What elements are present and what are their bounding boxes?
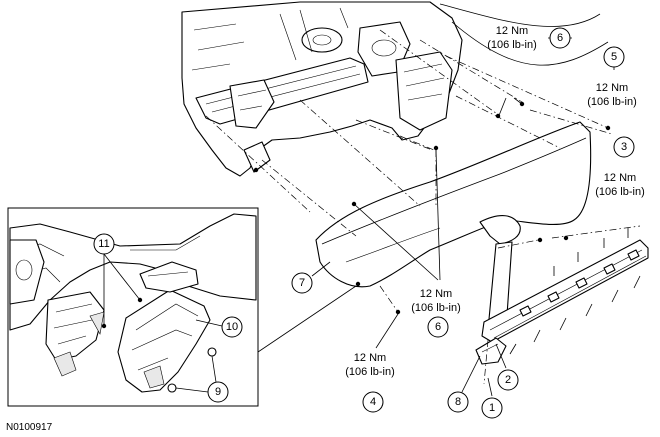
callout-4: 4 (362, 391, 384, 413)
torque-alt: (106 lb-in) (411, 302, 461, 314)
bolt-point (605, 125, 611, 131)
bolt-point (537, 237, 543, 243)
callout-number: 6 (557, 32, 563, 44)
bolt-9b (167, 383, 177, 393)
bolt-point (563, 235, 569, 241)
callout-number: 5 (611, 51, 617, 63)
callout-number: 9 (215, 386, 221, 398)
torque-value: 12 Nm (354, 352, 386, 364)
callout-2: 2 (497, 369, 519, 391)
callout-10: 10 (221, 316, 243, 338)
torque-alt: (106 lb-in) (595, 186, 645, 198)
callout-number: 2 (505, 374, 511, 386)
callout-number: 10 (226, 321, 238, 333)
torque-value: 12 Nm (496, 25, 528, 37)
callout-number: 3 (621, 141, 627, 153)
callout-3: 3 (613, 136, 635, 158)
callout-number: 4 (370, 396, 376, 408)
callout-9: 9 (207, 381, 229, 403)
callout-11: 11 (93, 233, 115, 255)
torque-alt: (106 lb-in) (587, 96, 637, 108)
callout-1: 1 (481, 397, 503, 419)
torque-label-1: 12 Nm (106 lb-in) (487, 25, 537, 51)
lower-bracket (475, 337, 507, 365)
torque-value: 12 Nm (604, 172, 636, 184)
vehicle-body-structure (181, 1, 609, 177)
bolt-point (253, 167, 259, 173)
callout-number: 6 (435, 321, 441, 333)
torque-label-2: 12 Nm (106 lb-in) (587, 82, 637, 108)
torque-value: 12 Nm (596, 82, 628, 94)
bolt-point (355, 281, 361, 287)
callout-number: 7 (299, 277, 305, 289)
callout-number: 11 (98, 238, 109, 250)
bolt-9a (207, 347, 217, 357)
callout-leaders (311, 37, 615, 397)
torque-label-4: 12 Nm (106 lb-in) (411, 288, 461, 314)
torque-value: 12 Nm (420, 288, 452, 300)
torque-alt: (106 lb-in) (487, 39, 537, 51)
figure-id: N0100917 (6, 422, 53, 433)
alignment-lines (205, 29, 641, 385)
callout-8: 8 (447, 391, 469, 413)
callout-6-bottom: 6 (427, 316, 449, 338)
callout-7: 7 (291, 272, 313, 294)
detail-inset: 11 10 9 (7, 207, 357, 407)
torque-label-3: 12 Nm (106 lb-in) (595, 172, 645, 198)
callout-number: 1 (489, 402, 495, 414)
callout-number: 8 (455, 396, 461, 408)
torque-alt: (106 lb-in) (345, 366, 395, 378)
bolt-point (433, 145, 439, 151)
torque-label-5: 12 Nm (106 lb-in) (345, 352, 395, 378)
lower-trim-strip (481, 228, 649, 355)
callout-6-top: 6 (549, 27, 571, 49)
callout-5: 5 (603, 46, 625, 68)
bolt-point (395, 309, 401, 315)
